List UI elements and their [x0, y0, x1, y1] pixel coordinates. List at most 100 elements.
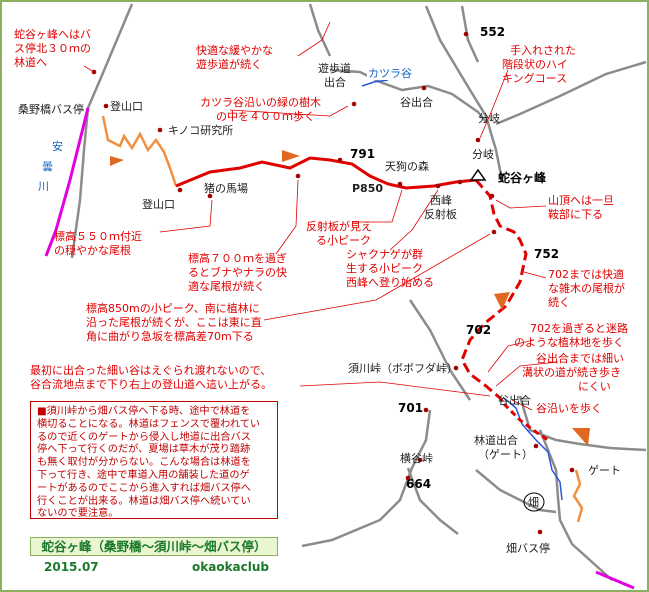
label-yuhodo-a: 遊歩道 [318, 61, 351, 75]
annotation-850peak-2: 沿った尾根が続くが、ここは東に直 [86, 315, 262, 329]
label-tanideai: 谷出合 [400, 95, 433, 109]
annotation-ditch-2: 溝状の道が続き歩き [522, 365, 621, 379]
annotation-550-2: の穏やかな尾根 [54, 243, 131, 257]
ado-river [44, 107, 90, 257]
label-kinoko: キノコ研究所 [168, 123, 233, 137]
leader-a9 [495, 199, 547, 209]
leader-a10 [523, 271, 547, 279]
dot-552 [463, 31, 469, 37]
label-kuwanohashi-bus: 桑野橋バス停 [18, 102, 84, 116]
dot-inoumaba [207, 193, 213, 199]
annotation-850peak-3: 角に曲がり急坂を標高差70m下る [86, 329, 254, 343]
note-line: ■須川峠から畑バス停へ下る時、途中で林道を [37, 406, 251, 417]
annotation-stairs-2: 階段状のハイ [502, 57, 568, 71]
elev-664: 664 [406, 477, 431, 491]
annotation-maze-1: 702を過ぎると迷路 [530, 321, 628, 335]
dot-sugawa [453, 365, 459, 371]
waypoint-dots [91, 31, 575, 535]
leader-a8 [389, 189, 439, 251]
label-river-1: 安 [52, 139, 63, 153]
dot-nishimine [435, 183, 441, 189]
annotation-stairs-3: キングコース [502, 71, 567, 85]
annotation-shakunage-2: 生する小ピーク [346, 261, 423, 275]
arrow-2 [282, 150, 300, 162]
annotation-stairs-1: 手入れされた [510, 43, 576, 57]
annotation-valley-1: 最初に出合った細い谷はえぐられ渡れないので、 [30, 363, 271, 377]
dot-rindo [533, 443, 539, 449]
annotation-along-valley: 谷沿いを歩く [536, 401, 602, 415]
leader-a14 [299, 381, 491, 397]
dot-gate [569, 467, 575, 473]
note-line: も無く取付が分からない。こんな場合は林道を [37, 457, 251, 469]
katsura-bg [367, 66, 407, 80]
note-line: るので近くのゲートから侵入し地道に出合バス [37, 431, 251, 443]
river-south [595, 570, 635, 590]
label-river-3: 川 [38, 180, 49, 193]
label-tozanguchi-top: 登山口 [110, 99, 143, 113]
annotation-yuhodo-2: 遊歩道が続く [196, 57, 262, 71]
annotation-reflector-2: る小ピーク [316, 234, 371, 247]
leader-a1 [83, 65, 95, 73]
label-tozanguchi-mid: 登山口 [142, 197, 175, 211]
dot-hata-bus [537, 529, 543, 535]
club-name: okaokaclub [192, 560, 270, 574]
annotation-550-1: 標高５５０ｍ付近 [54, 229, 142, 243]
route-descent [460, 179, 528, 405]
leader-a11 [263, 233, 491, 321]
dot-tengu [397, 181, 403, 187]
elev-702: 702 [466, 323, 491, 337]
label-hata-bus: 畑バス停 [506, 541, 550, 555]
road-552 [460, 5, 480, 63]
label-bunki1: 分岐 [478, 112, 500, 125]
note-line: ートがあるのでここから進入すれば畑バス停へ [37, 482, 251, 494]
route-valley [502, 402, 549, 442]
road-east [495, 60, 647, 126]
dot-tozan-mid [177, 187, 183, 193]
annotation-700-3: 適な尾根が続く [188, 279, 265, 293]
leader-a7 [352, 189, 403, 223]
leader-a2 [297, 21, 331, 57]
road-rindo [518, 395, 647, 452]
leader-a4 [229, 105, 349, 117]
elev-791: 791 [350, 147, 375, 161]
label-katsura: カツラ谷 [368, 67, 412, 80]
label-yokotani: 横谷峠 [400, 451, 433, 465]
leader-a5 [159, 199, 213, 233]
annotation-reflector-1: 反射板が見え [306, 219, 372, 233]
road-yokotani [406, 467, 459, 535]
walk-start [101, 115, 178, 187]
label-tanideai2: 谷出合 [498, 393, 531, 407]
katsura-stream [361, 79, 389, 87]
label-yuhodo-b: 出合 [324, 75, 346, 89]
dot-752 [491, 229, 497, 235]
dot-bunki1 [475, 137, 481, 143]
stream [503, 397, 563, 501]
annotation-ditch-1: 谷出合までは細い [536, 351, 624, 365]
annotation-valley-2: 谷合流地点まで下り右上の登山道へ這い上がる。 [30, 377, 272, 391]
hata-circle-icon [523, 492, 545, 512]
annotation-maze-2: のような植林地を歩く [514, 335, 624, 349]
annotation-ditch-3: にくい [578, 380, 611, 393]
label-summit: 蛇谷ヶ峰 [498, 170, 547, 185]
annotation-702ridge-1: 702までは快適 [548, 267, 624, 281]
annotation-katsura-1: カツラ谷沿いの緑の樹木 [200, 95, 321, 109]
road-sugawa [408, 299, 472, 401]
arrow-4 [572, 428, 590, 446]
road-sw [301, 409, 432, 548]
annotation-saddle-2: 鞍部に下る [548, 207, 603, 221]
annotation-bus-north-2: ス停北３０ｍの [14, 41, 91, 55]
dot-saddle [457, 179, 463, 185]
dot-summit-down [489, 193, 495, 199]
dot-791 [337, 157, 343, 163]
label-hata: 畑 [528, 496, 539, 509]
annotation-850peak-1: 標高850mの小ピーク、南に植林に [86, 301, 260, 315]
leader-a15 [511, 399, 533, 411]
annotation-shakunage-1: シャクナゲが群 [346, 247, 423, 261]
leader-a3 [479, 69, 509, 139]
road-north [308, 3, 332, 57]
leader-a12 [487, 339, 535, 373]
elev-752: 752 [534, 247, 559, 261]
note-box: ■須川峠から畑バス停へ下る時、途中で林道を 横切ることになる。林道はフェンスで覆… [30, 401, 278, 519]
note-line: 行くことが出来る。林道は畑バス停へ続いてい [37, 495, 251, 507]
annotation-katsura-2: の中を４００ｍ歩く [216, 109, 315, 123]
